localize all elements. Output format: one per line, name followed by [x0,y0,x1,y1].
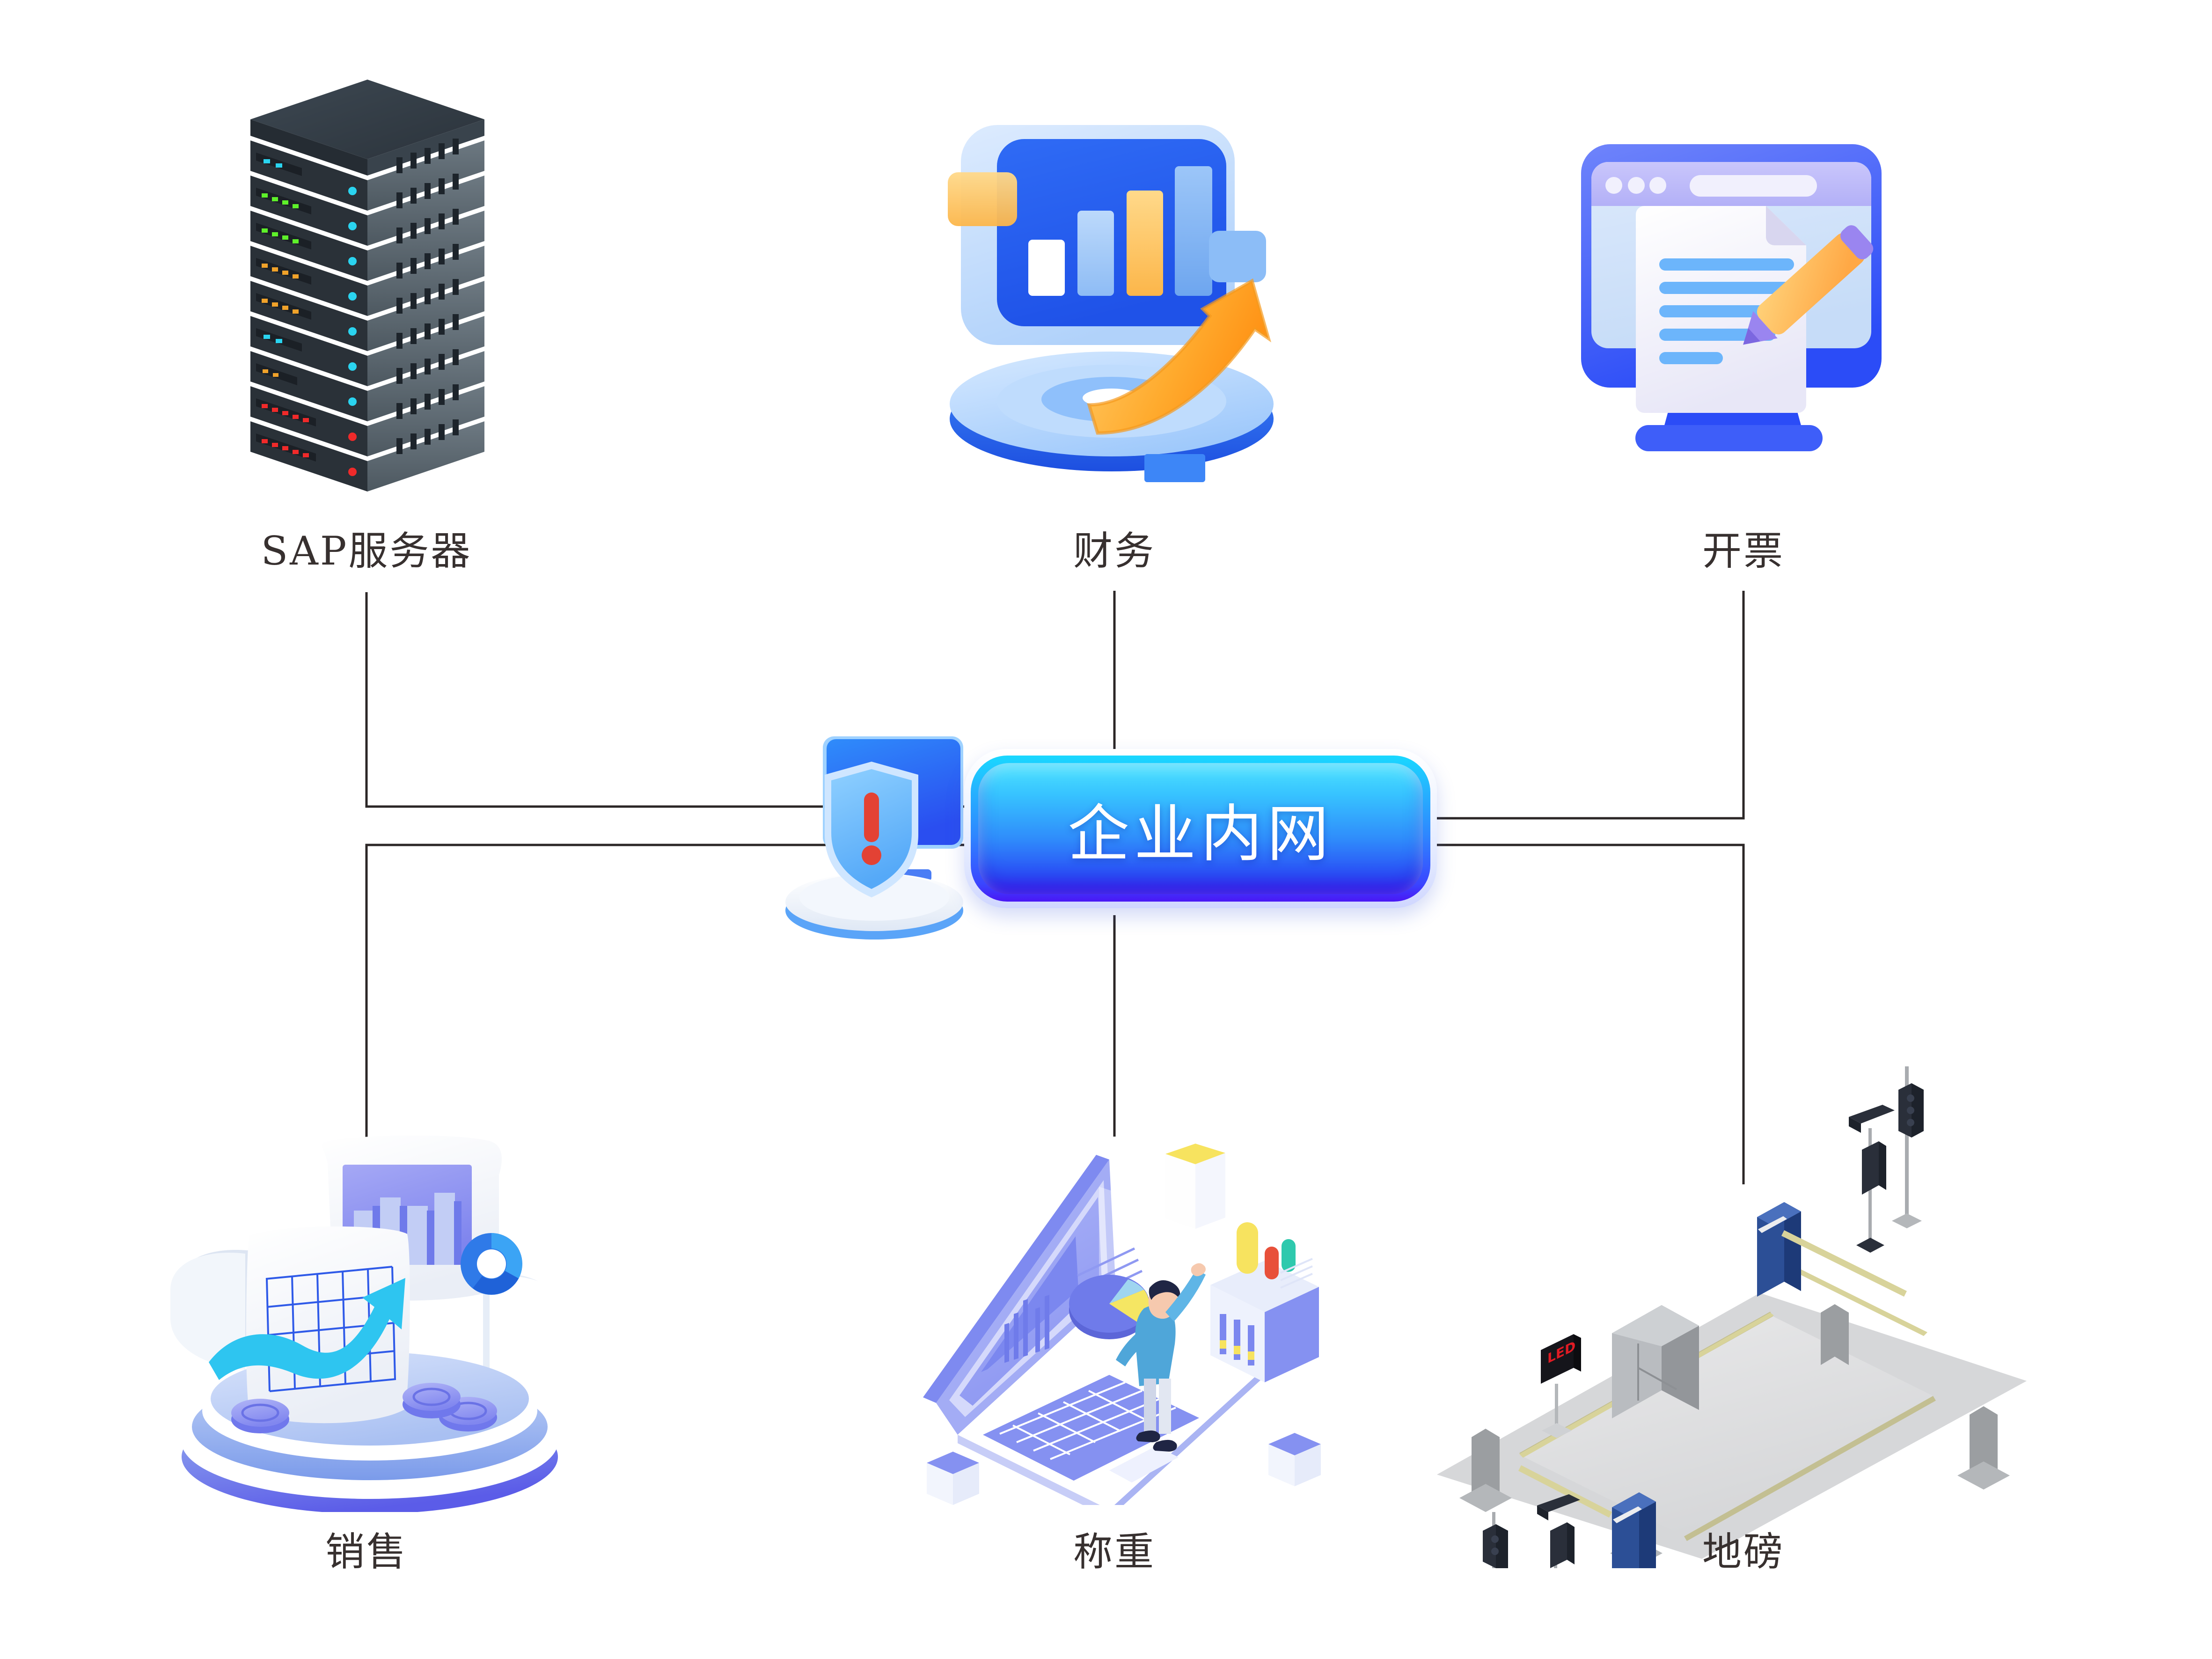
wire-hub-to-sales [365,844,969,1152]
weighbridge-label: 地磅 [1702,1529,1785,1575]
weighing-label: 称重 [1073,1529,1156,1575]
weighbridge-icon-container[interactable]: LED [1437,1063,2027,1568]
shield-monitor-icon-container [763,723,1025,985]
invoicing-icon-container[interactable] [1577,136,1905,506]
weighing-icon-container[interactable] [913,1135,1325,1518]
invoicing-label: 开票 [1702,528,1785,574]
monitor-document-pen-icon [1581,144,1882,451]
sales-label: 销售 [325,1529,408,1575]
sap-server-icon-container[interactable] [232,75,503,506]
finance-label: 财务 [1073,528,1156,574]
wire-invoicing-to-hub [1434,591,1745,820]
sales-icon-container[interactable] [168,1123,566,1514]
bar-chart-growth-icon [948,125,1274,482]
hub-label: 企业内网 [1068,798,1333,870]
wire-hub-to-weighbridge [1434,844,1745,1184]
sales-report-podium-icon [170,1135,564,1514]
truck-scale-icon: LED [1437,1066,2027,1568]
server-rack-icon [250,80,484,492]
sap-server-label: SAP服务器 [261,528,472,574]
wire-sap-to-hub [365,592,969,808]
shield-monitor-icon [785,736,963,940]
enterprise-intranet-hub[interactable]: 企业内网 [964,749,1437,908]
hub-body: 企业内网 [978,763,1423,894]
finance-icon-container[interactable] [924,110,1308,503]
laptop-analyst-icon [923,1144,1321,1518]
